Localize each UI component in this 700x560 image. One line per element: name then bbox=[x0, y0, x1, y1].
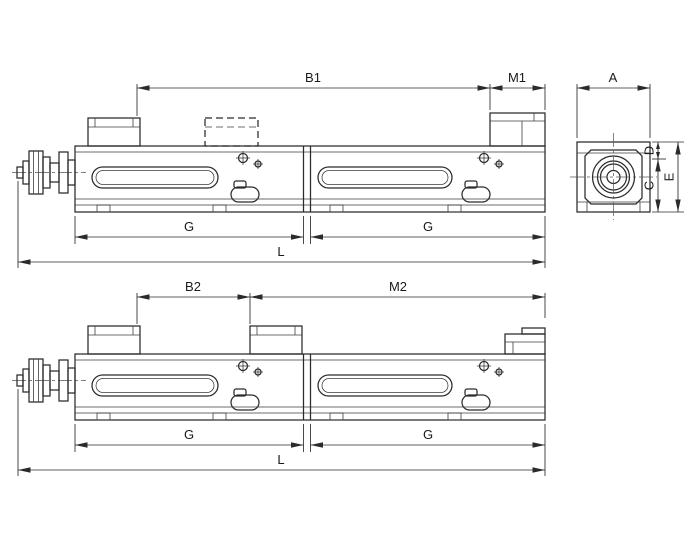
dim-label-g-right-bottom: G bbox=[423, 427, 433, 442]
dim-label-l-bottom: L bbox=[277, 452, 284, 467]
dim-label-b1: B1 bbox=[305, 70, 321, 85]
dim-l-bottom: L bbox=[17, 389, 545, 476]
top-side-view: B1 M1 G G L bbox=[11, 70, 546, 268]
dim-label-l-top: L bbox=[277, 244, 284, 259]
dim-m1: M1 bbox=[490, 70, 546, 110]
dim-g-left-top: G bbox=[74, 216, 304, 244]
dim-label-g-left-bottom: G bbox=[184, 427, 194, 442]
dim-m2: M2 bbox=[250, 279, 546, 318]
dim-label-a: A bbox=[609, 70, 618, 85]
dim-label-c: C bbox=[642, 181, 657, 190]
dim-label-g-left-top: G bbox=[184, 219, 194, 234]
dim-g-left-bottom: G bbox=[74, 424, 304, 452]
movable-jaw-right bbox=[489, 112, 546, 147]
dim-b1: B1 bbox=[136, 70, 491, 116]
phantom-jaw bbox=[204, 117, 259, 147]
dim-g-right-bottom: G bbox=[310, 424, 546, 476]
dim-label-g-right-top: G bbox=[423, 219, 433, 234]
dim-b2: B2 bbox=[136, 279, 251, 324]
bottom-side-view: B2 M2 G G L bbox=[11, 279, 546, 476]
dim-g-right-top: G bbox=[310, 216, 546, 268]
dim-label-e: E bbox=[662, 172, 677, 181]
end-bracket bbox=[504, 327, 546, 355]
dim-label-b2: B2 bbox=[185, 279, 201, 294]
dim-e: E bbox=[662, 142, 681, 212]
end-view: A D C E bbox=[570, 70, 684, 220]
dim-label-m1: M1 bbox=[508, 70, 526, 85]
dim-label-m2: M2 bbox=[389, 279, 407, 294]
dim-label-d: D bbox=[642, 146, 657, 155]
movable-jaw-middle bbox=[249, 325, 303, 355]
dim-c: C bbox=[642, 159, 684, 213]
dim-l-top: L bbox=[17, 181, 545, 268]
spindle-bearing bbox=[570, 133, 657, 220]
dim-a: A bbox=[576, 70, 651, 138]
